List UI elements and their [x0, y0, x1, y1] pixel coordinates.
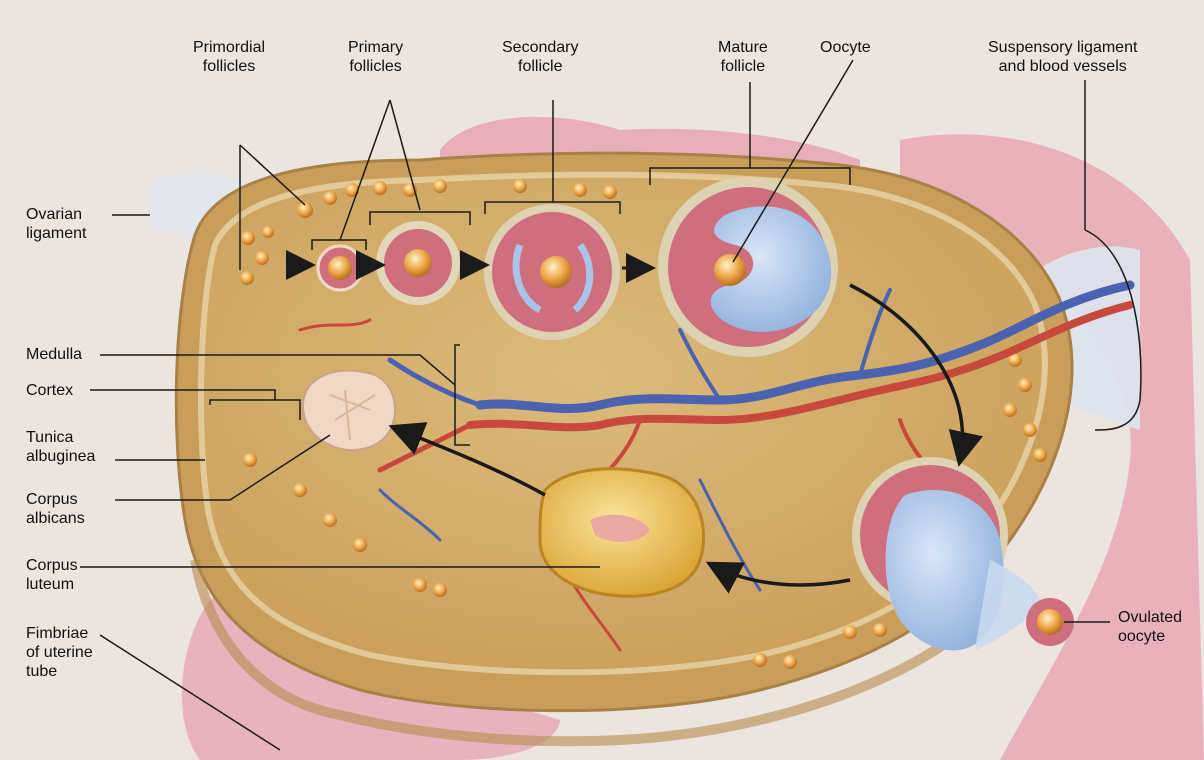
- label-corpus-albicans: Corpus albicans: [26, 490, 85, 528]
- primary-follicle-large: [376, 221, 460, 305]
- label-ovarian-ligament: Ovarian ligament: [26, 205, 86, 243]
- label-secondary-follicle: Secondary follicle: [502, 38, 579, 76]
- corpus-albicans-shape: [303, 371, 395, 450]
- label-fimbriae: Fimbriae of uterine tube: [26, 624, 93, 681]
- label-oocyte: Oocyte: [820, 38, 871, 57]
- label-primordial-follicles: Primordial follicles: [193, 38, 265, 76]
- primary-follicle-small: [318, 246, 362, 290]
- mature-follicle: [658, 177, 838, 357]
- label-mature-follicle: Mature follicle: [718, 38, 768, 76]
- label-suspensory-ligament: Suspensory ligament and blood vessels: [988, 38, 1137, 76]
- corpus-luteum-shape: [540, 469, 704, 596]
- secondary-follicle: [484, 204, 620, 340]
- label-primary-follicles: Primary follicles: [348, 38, 403, 76]
- label-cortex: Cortex: [26, 381, 73, 400]
- label-tunica-albuginea: Tunica albuginea: [26, 428, 95, 466]
- label-corpus-luteum: Corpus luteum: [26, 556, 78, 594]
- label-ovulated-oocyte: Ovulated oocyte: [1118, 608, 1182, 646]
- label-medulla: Medulla: [26, 345, 82, 364]
